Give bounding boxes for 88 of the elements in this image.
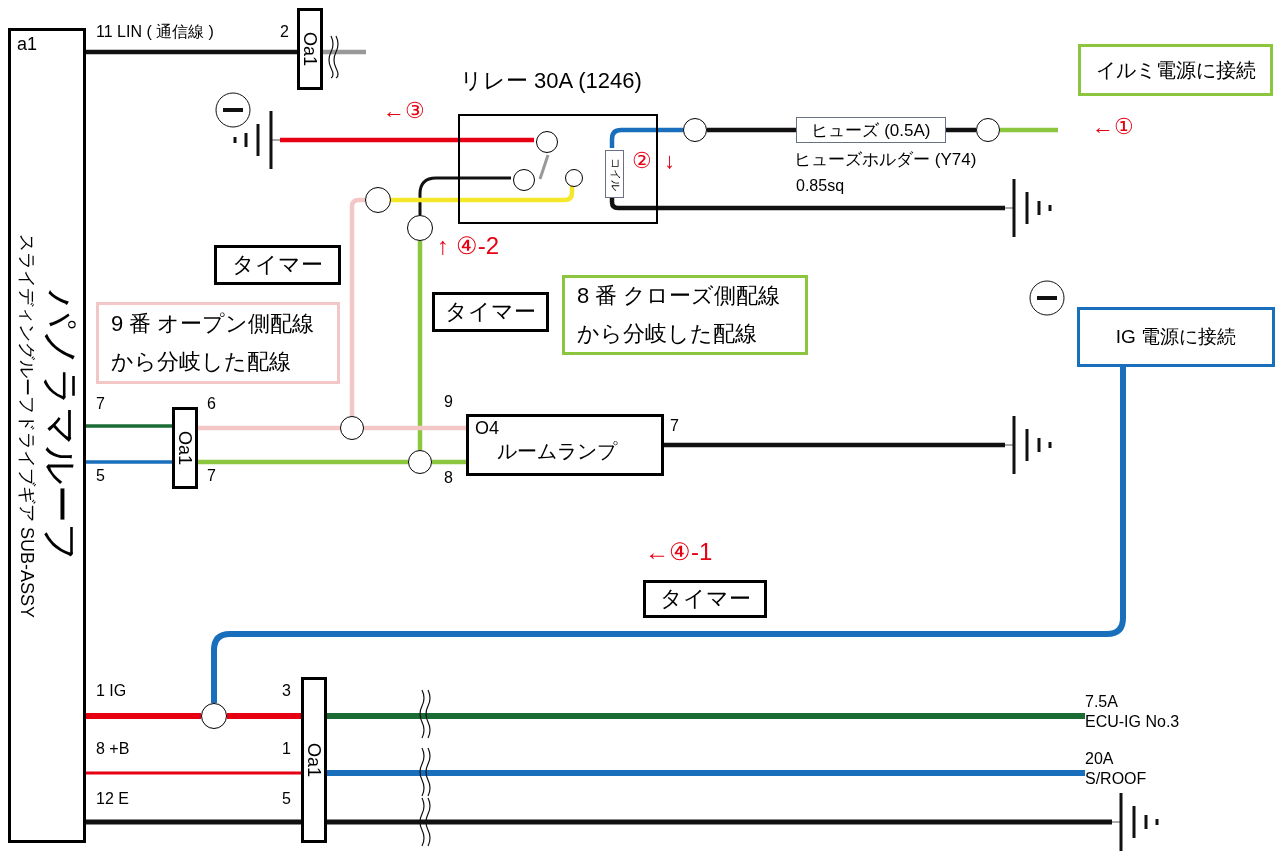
pin-label: 7 — [96, 396, 105, 412]
vertical-text: コイル — [609, 157, 620, 191]
vertical-text: パノラマルーフ — [42, 290, 80, 562]
pin-label: 3 — [282, 683, 291, 699]
wire — [211, 367, 1126, 703]
connector-box — [301, 677, 327, 843]
wire — [364, 425, 466, 431]
fuse-name: 20A — [1085, 749, 1115, 769]
relay-title: リレー 30A (1246) — [460, 70, 642, 92]
connector-box — [297, 8, 323, 90]
pin-label: 1 IG — [96, 683, 127, 699]
wire — [86, 424, 172, 428]
wire — [86, 49, 297, 55]
wire — [227, 713, 301, 719]
connector-code: O4 — [475, 419, 499, 437]
wire — [86, 771, 301, 775]
wire — [1000, 127, 1058, 133]
note-box — [214, 245, 341, 285]
note-box — [96, 302, 340, 384]
wire — [198, 425, 340, 431]
ground-symbol — [1005, 179, 1055, 237]
pin-label: 8 — [444, 470, 453, 486]
fuse-name: 7.5A — [1085, 692, 1119, 712]
wire — [609, 196, 1005, 211]
fuse-label: ヒューズ (0.5A) — [811, 121, 931, 139]
note-text: タイマー — [232, 251, 323, 279]
wire — [609, 127, 683, 148]
step-annotation: ←④-1 — [645, 540, 713, 564]
fuse-name: ECU-IG No.3 — [1085, 712, 1181, 732]
wire — [280, 137, 534, 143]
wire — [327, 770, 1085, 776]
wire — [86, 460, 172, 464]
ground-symbol — [1005, 416, 1055, 474]
note-box — [432, 292, 549, 332]
wire — [349, 197, 365, 416]
vertical-text: スライディングルーフドライブギア SUB-ASSY — [18, 234, 36, 618]
wire — [86, 713, 201, 719]
connector-code: a1 — [17, 35, 38, 53]
vertical-text: Oa1 — [301, 32, 319, 66]
step-annotation: ② — [632, 150, 652, 172]
wire — [327, 713, 1085, 719]
lamp-label: ルームランプ — [497, 441, 617, 461]
note-box — [1078, 44, 1273, 96]
step-annotation: ←① — [1092, 116, 1134, 138]
wire — [664, 442, 1005, 448]
component-box — [8, 28, 86, 843]
wire — [323, 49, 366, 55]
connector-box — [172, 407, 198, 489]
vertical-text: Oa1 — [305, 743, 323, 777]
step-annotation: ↓ — [664, 150, 675, 172]
wire — [391, 185, 575, 203]
pin-label: 9 — [444, 394, 453, 410]
room-lamp-box — [466, 414, 664, 476]
note-text: IG 電源に接続 — [1115, 325, 1237, 349]
step-annotation: ↑ ④-2 — [437, 234, 499, 258]
pin-label: 0.85sq — [796, 178, 845, 194]
pin-label: 11 LIN ( 通信線 ) — [96, 24, 214, 40]
wire — [432, 459, 466, 465]
pin-label: 2 — [280, 24, 289, 40]
wire — [327, 819, 1112, 825]
pin-label: 7 — [670, 418, 679, 434]
pin-label: 6 — [207, 396, 216, 412]
ground-symbol — [1112, 793, 1162, 851]
vertical-text: Oa1 — [176, 431, 194, 465]
fuse-holder-label: ヒューズホルダー (Y74) — [794, 151, 977, 168]
pin-label: 5 — [282, 791, 291, 807]
note-text: 9 番 オープン側配線から分岐した配線 — [111, 310, 316, 376]
wire — [418, 176, 511, 215]
note-text: イルミ電源に接続 — [1095, 58, 1256, 83]
note-text: 8 番 クローズ側配線から分岐した配線 — [577, 282, 782, 348]
wire — [417, 241, 423, 450]
pin-label: 12 E — [96, 791, 129, 807]
coil-box — [605, 150, 624, 198]
pin-label: 5 — [96, 468, 105, 484]
fuse-name: S/ROOF — [1085, 769, 1148, 789]
note-text: タイマー — [445, 298, 536, 326]
pin-label: 1 — [282, 741, 291, 757]
wire — [86, 819, 301, 825]
pin-label: 7 — [207, 468, 216, 484]
note-box — [1077, 307, 1275, 367]
wire — [198, 459, 408, 465]
wire — [946, 127, 976, 133]
step-annotation: ←③ — [383, 100, 425, 122]
note-box — [562, 275, 808, 355]
pin-label: 8 +B — [96, 741, 130, 757]
note-box — [643, 580, 767, 618]
note-text: タイマー — [659, 585, 751, 613]
wire — [707, 127, 796, 133]
